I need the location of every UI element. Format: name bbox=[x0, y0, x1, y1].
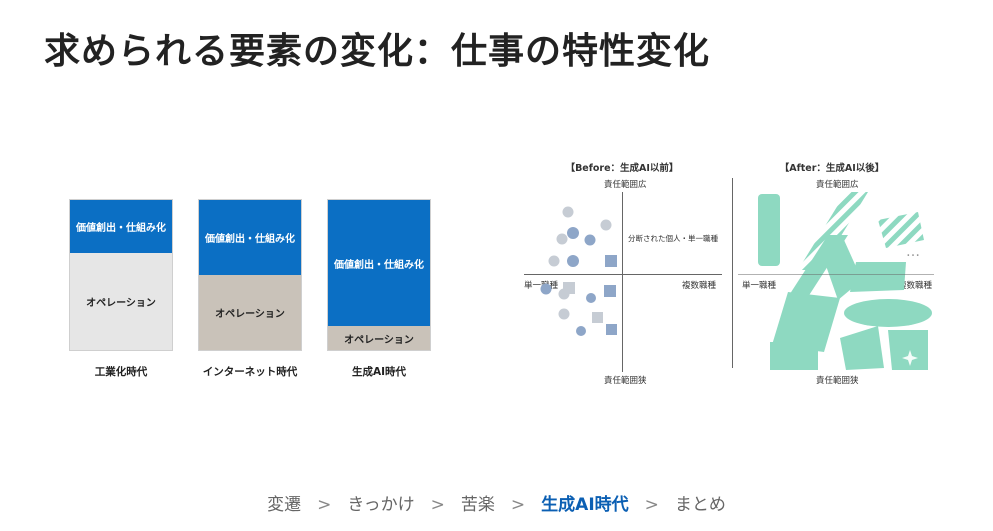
value-creation-label: 価値創出・仕組み化 bbox=[205, 234, 295, 245]
axis-left-label: 単一職種 bbox=[742, 281, 777, 291]
gray-dot bbox=[548, 255, 560, 267]
value-creation-segment: 価値創出・仕組み化 bbox=[70, 200, 172, 253]
blue-dot bbox=[540, 283, 552, 295]
gray-square bbox=[592, 312, 603, 323]
after-panel: 【After：生成AI以後】 責任範囲広 責任範囲狭 単一職種 複数職種 … bbox=[728, 160, 936, 386]
breadcrumb-item-summary[interactable]: まとめ bbox=[674, 495, 726, 515]
isolated-individuals bbox=[548, 206, 612, 323]
horizontal-axis bbox=[738, 274, 934, 275]
value-creation-segment: 価値創出・仕組み化 bbox=[199, 200, 301, 275]
era-label: インターネット時代 bbox=[202, 366, 298, 378]
axis-bottom-label: 責任範囲狭 bbox=[604, 376, 647, 386]
breadcrumb-separator: > bbox=[644, 495, 659, 515]
operation-label: オペレーション bbox=[344, 334, 414, 346]
blue-dot bbox=[567, 227, 579, 239]
vertical-axis bbox=[622, 192, 623, 372]
page-title: 求められる要素の変化：仕事の特性変化 bbox=[44, 31, 711, 72]
vertical-axis bbox=[732, 178, 733, 368]
axis-right-label: 複数職種 bbox=[682, 281, 717, 291]
gray-dot bbox=[558, 308, 570, 320]
stripe-block bbox=[798, 192, 868, 270]
before-scatter bbox=[540, 206, 617, 336]
blue-dot bbox=[576, 326, 586, 336]
bottom-right-block bbox=[888, 330, 928, 370]
striped-blob bbox=[878, 212, 924, 248]
operation-segment: オペレーション bbox=[199, 275, 301, 350]
horizontal-axis bbox=[524, 274, 722, 275]
annotation-label: 分断された個人・単一職種 bbox=[628, 234, 718, 243]
blue-square bbox=[605, 255, 617, 267]
era-label: 工業化時代 bbox=[94, 366, 148, 378]
breadcrumb: 変遷 > きっかけ > 苦楽 > 生成AI時代 > まとめ bbox=[0, 490, 993, 515]
operation-label: オペレーション bbox=[86, 298, 156, 309]
sparkle-icon bbox=[902, 350, 918, 366]
bottom-center-block bbox=[840, 326, 884, 370]
breadcrumb-item-trigger[interactable]: きっかけ bbox=[347, 495, 415, 515]
axis-left-label: 単一職種 bbox=[524, 281, 559, 291]
bar-industrial: 価値創出・仕組み化 オペレーション bbox=[69, 199, 173, 351]
value-creation-label: 価値創出・仕組み化 bbox=[76, 223, 166, 234]
breadcrumb-item-transition[interactable]: 変遷 bbox=[267, 495, 302, 515]
breadcrumb-item-genai-current[interactable]: 生成AI時代 bbox=[541, 495, 629, 515]
breadcrumb-separator: > bbox=[430, 495, 445, 515]
gray-square bbox=[563, 282, 575, 294]
value-creation-label: 価値創出・仕組み化 bbox=[334, 259, 424, 271]
large-ellipse bbox=[844, 299, 932, 327]
blue-square bbox=[606, 324, 617, 335]
axis-bottom-label: 責任範囲狭 bbox=[816, 376, 859, 386]
bar-genai: 価値創出・仕組み化 オペレーション bbox=[327, 199, 431, 351]
gray-dot bbox=[556, 233, 568, 245]
ellipsis-mark: … bbox=[906, 244, 920, 260]
axis-top-label: 責任範囲広 bbox=[604, 180, 647, 190]
blue-dot bbox=[584, 234, 596, 246]
bottom-left-block bbox=[770, 342, 818, 370]
breadcrumb-item-hardship[interactable]: 苦楽 bbox=[460, 495, 495, 515]
era-label: 生成AI時代 bbox=[351, 366, 407, 378]
wedge-block bbox=[772, 292, 840, 352]
blue-dot bbox=[567, 255, 579, 267]
after-title: 【After：生成AI以後】 bbox=[779, 163, 885, 174]
operation-label: オペレーション bbox=[215, 309, 285, 320]
diagonal-band bbox=[786, 235, 848, 300]
operation-segment: オペレーション bbox=[328, 326, 430, 350]
before-title: 【Before：生成AI以前】 bbox=[565, 163, 679, 174]
operation-segment: オペレーション bbox=[70, 253, 172, 350]
trapezoid bbox=[850, 262, 906, 292]
tall-block bbox=[758, 194, 780, 266]
blue-square bbox=[604, 285, 616, 297]
value-creation-segment: 価値創出・仕組み化 bbox=[328, 200, 430, 326]
before-panel: 【Before：生成AI以前】 責任範囲広 責任範囲狭 単一職種 複数職種 分断… bbox=[518, 160, 726, 386]
blue-dots bbox=[540, 227, 617, 336]
breadcrumb-separator: > bbox=[510, 495, 526, 515]
breadcrumb-separator: > bbox=[317, 495, 332, 515]
blue-dot bbox=[586, 293, 596, 303]
axis-top-label: 責任範囲広 bbox=[816, 180, 859, 190]
gray-dot bbox=[600, 219, 612, 231]
bar-internet: 価値創出・仕組み化 オペレーション bbox=[198, 199, 302, 351]
after-shapes: … bbox=[758, 192, 932, 370]
axis-right-label: 複数職種 bbox=[898, 281, 933, 291]
gray-dot bbox=[562, 206, 574, 218]
